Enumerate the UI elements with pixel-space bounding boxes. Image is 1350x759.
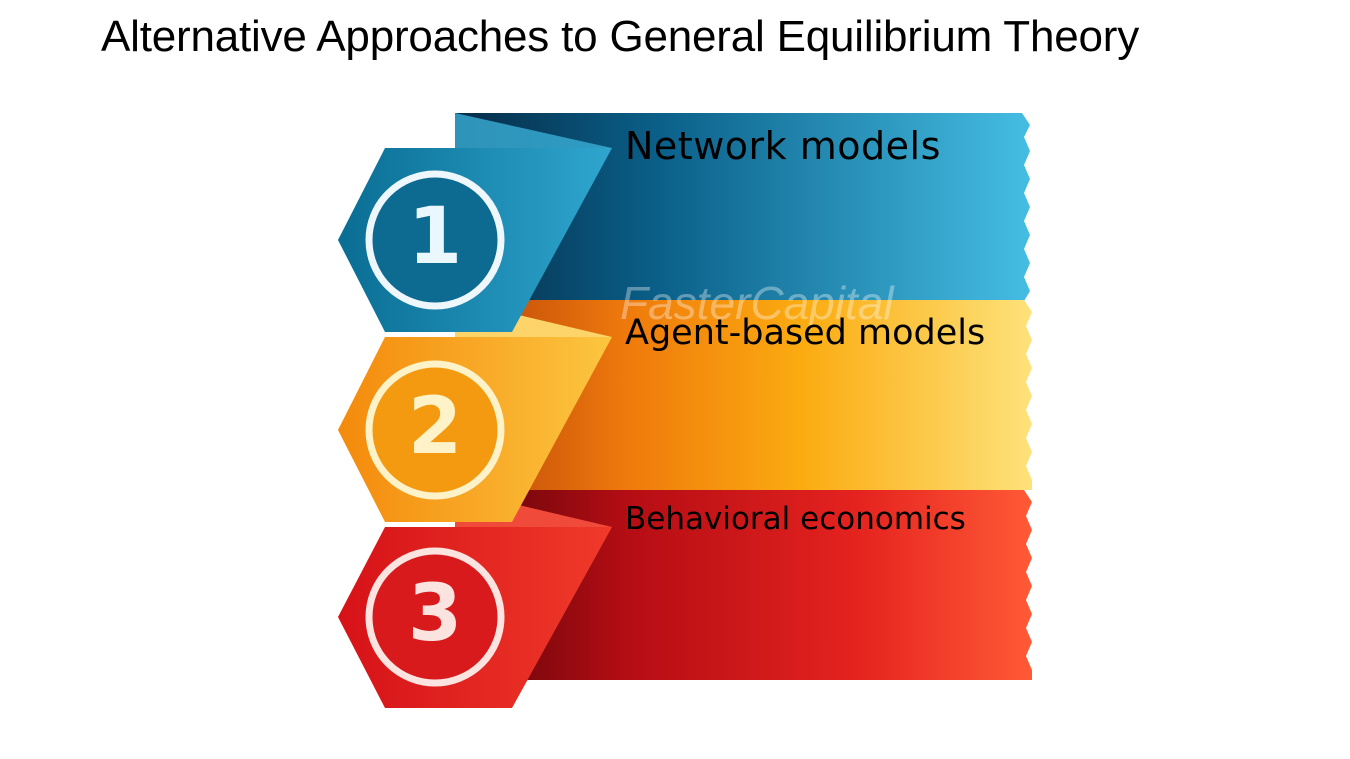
hexagon-3	[338, 527, 612, 708]
step-number-3: 3	[407, 569, 463, 659]
step-label-1: Network models	[625, 124, 941, 168]
step-number-2: 2	[407, 382, 463, 472]
step-label-2: Agent-based models	[625, 313, 986, 353]
hexagon-1	[338, 148, 612, 332]
hexagon-2	[338, 337, 612, 522]
slide-title: Alternative Approaches to General Equili…	[101, 12, 1140, 61]
watermark-logo: FasterCapital	[620, 277, 894, 329]
step-label-3: Behavioral economics	[625, 501, 966, 537]
step-number-1: 1	[407, 192, 463, 282]
